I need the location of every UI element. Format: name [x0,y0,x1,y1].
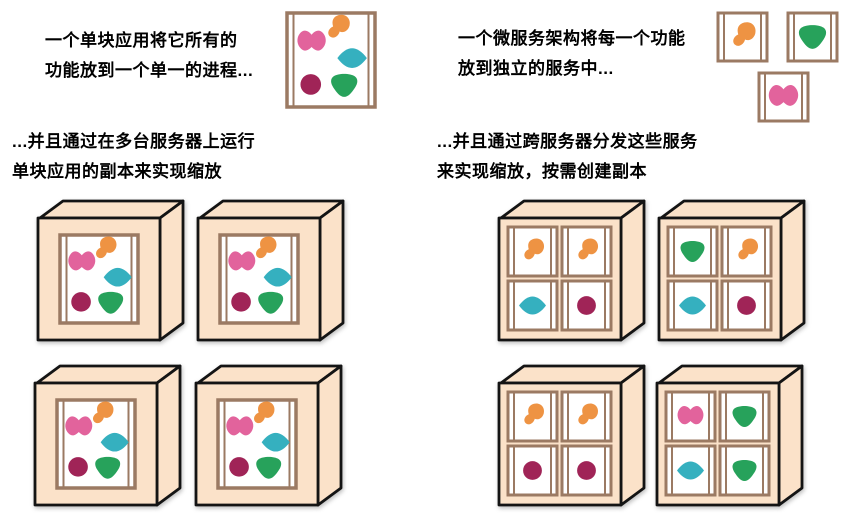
box-right-face [619,364,646,507]
green-triangle-shape [256,456,282,479]
pink-blob-shape [228,251,256,271]
microservice-server-4 [655,362,805,509]
maroon-circle-shape [300,74,322,95]
box-right-face [158,199,185,342]
teal-diamond-shape [100,432,129,452]
orange-blob-shape [524,403,545,425]
box-right-face [779,199,806,342]
teal-diamond-shape [263,267,292,287]
panel-frame [716,11,769,63]
pink-blob-shape [297,30,326,51]
teal-diamond-shape [103,267,132,287]
pink-blob-shape [768,85,799,106]
teal-diamond-shape [679,296,706,315]
green-triangle-shape [732,406,757,427]
orange-blob-shape [733,22,756,46]
orange-blob-shape [578,403,599,425]
orange-blob-shape [578,238,599,260]
microservice-server-svg [657,199,806,342]
box-right-face [777,364,804,507]
microservice-server-svg [497,364,646,507]
green-triangle-shape [680,241,705,262]
monolith-server-svg [33,364,182,507]
panel-frame [506,444,559,497]
monolith-scale-line1: ...并且通过在多台服务器上运行 [12,132,256,151]
box-right-face [155,364,182,507]
monolith-server-svg [36,199,185,342]
monolith-server-svg [196,199,345,342]
microservice-server-1 [497,197,647,344]
microservices-scaling-text: ...并且通过跨服务器分发这些服务 来实现缩放，按需创建副本 [437,127,698,187]
green-triangle-shape [798,25,827,49]
orange-blob-shape [328,14,350,38]
maroon-circle-shape [71,292,91,312]
maroon-circle-shape [737,296,756,315]
micro-scale-line2: 来实现缩放，按需创建副本 [437,162,647,181]
microservice-server-3 [497,362,647,509]
green-triangle-shape [95,456,121,479]
maroon-circle-shape [231,292,251,312]
box-right-face [619,199,646,342]
maroon-circle-shape [523,461,542,480]
pink-blob-shape [68,251,96,271]
micro-scale-line1: ...并且通过跨服务器分发这些服务 [437,132,698,151]
panel-frame [506,279,559,332]
monolith-server-2 [196,197,346,344]
monolith-intro-line2: 功能放到一个单一的进程... [45,61,254,80]
green-triangle-shape [98,291,124,314]
orange-blob-shape [738,238,759,260]
teal-diamond-shape [261,432,290,452]
monolith-intro-line1: 一个单块应用将它所有的 [45,31,238,50]
maroon-circle-shape [68,457,88,477]
orange-blob-shape [524,238,545,260]
pink-blob-shape [677,405,704,425]
teal-diamond-shape [677,461,704,480]
maroon-circle-shape [229,457,249,477]
microservices-intro-text: 一个微服务架构将每一个功能 放到独立的服务中... [458,24,686,84]
monolith-app-svg [285,11,377,109]
box-right-face [316,364,343,507]
service-box-green [786,11,839,63]
monolith-server-3 [33,362,183,509]
micro-intro-line1: 一个微服务架构将每一个功能 [458,29,686,48]
monolith-server-4 [194,362,344,509]
panel-frame [664,390,717,443]
service-box-pink [757,71,810,123]
orange-blob-shape [256,236,277,259]
panel-frame [664,444,717,497]
green-triangle-shape [258,291,284,314]
box-right-face [318,199,345,342]
orange-blob-shape [254,401,275,424]
teal-diamond-shape [337,48,367,68]
micro-intro-line2: 放到独立的服务中... [458,59,614,78]
monolith-scaling-text: ...并且通过在多台服务器上运行 单块应用的副本来实现缩放 [12,127,255,187]
pink-blob-shape [65,416,93,436]
pink-blob-shape [226,416,254,436]
maroon-circle-shape [577,296,596,315]
service-box-svg [786,11,839,63]
green-triangle-shape [732,460,757,481]
service-box-svg [716,11,769,63]
monolith-app-box [285,11,377,109]
green-triangle-shape [331,73,358,97]
monolith-server-1 [36,197,186,344]
monolith-server-svg [194,364,343,507]
panel-frame [560,225,613,278]
orange-blob-shape [93,401,114,424]
microservice-server-svg [655,364,804,507]
maroon-circle-shape [577,461,596,480]
orange-blob-shape [96,236,117,259]
service-box-orange [716,11,769,63]
monolith-intro-text: 一个单块应用将它所有的 功能放到一个单一的进程... [45,26,253,86]
microservice-server-2 [657,197,807,344]
teal-diamond-shape [519,296,546,315]
panel-frame [757,71,810,123]
service-box-svg [757,71,810,123]
monolith-scale-line2: 单块应用的副本来实现缩放 [12,162,222,181]
microservice-server-svg [497,199,646,342]
